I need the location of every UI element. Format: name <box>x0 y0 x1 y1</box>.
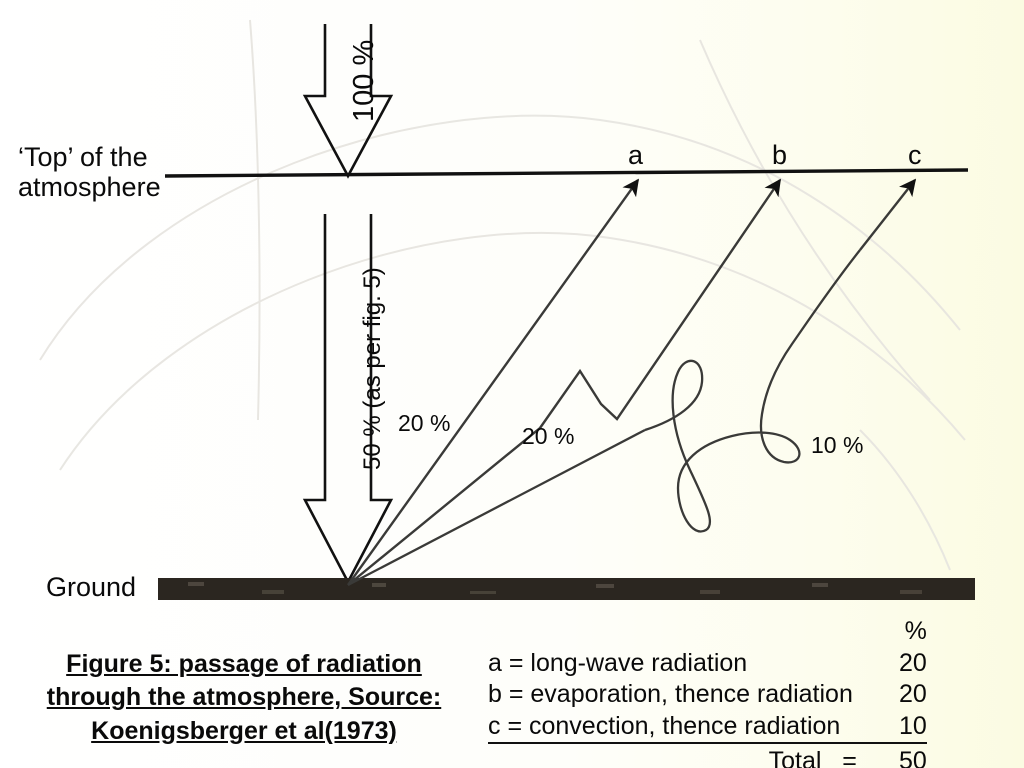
legend-total-row: Total = 50 <box>488 742 927 768</box>
ray-c-convection-radiation <box>859 178 917 251</box>
ray-c-base-segment <box>347 428 646 587</box>
legend-value-b: 20 <box>899 680 927 708</box>
flux-label-c: 10 % <box>811 432 864 458</box>
caption-line-1: Figure 5: passage of radiation <box>66 650 422 678</box>
legend-table: % a = long-wave radiation 20 b = evapora… <box>488 616 927 768</box>
ground-label: Ground <box>46 572 137 602</box>
legend-row-b: b = evaporation, thence radiation 20 <box>488 679 927 711</box>
ground-texture <box>188 582 922 594</box>
ray-b-evaporation-radiation <box>347 178 781 586</box>
caption-line-3: Koenigsberger et al(1973) <box>91 716 397 745</box>
legend-value-a: 20 <box>899 648 927 677</box>
legend-header-row: % <box>488 616 927 648</box>
legend-desc-a: a = long-wave radiation <box>488 648 748 677</box>
tick-label-b: b <box>772 140 788 170</box>
figure-caption: Figure 5: passage of radiation through t… <box>24 648 464 748</box>
legend-header-spacer <box>488 616 867 648</box>
legend-value-c: 10 <box>899 711 927 740</box>
incoming-radiation-arrow <box>302 24 394 179</box>
legend-total-value: 50 <box>866 742 927 768</box>
legend-percent-header: % <box>904 617 927 645</box>
legend-desc-c: c = convection, thence radiation <box>488 711 841 740</box>
ray-a-long-wave-radiation <box>347 178 639 586</box>
legend-desc-b: b = evaporation, thence radiation <box>488 680 853 708</box>
ground-bar <box>158 578 975 600</box>
top-of-atmosphere-label: ‘Top’ of the atmosphere <box>18 142 161 203</box>
tick-label-a: a <box>628 140 644 170</box>
legend-total-label: Total = <box>488 742 867 768</box>
scan-bleedthrough <box>39 19 966 571</box>
caption-line-2: through the atmosphere, Source: <box>46 683 442 712</box>
legend-key: % a = long-wave radiation 20 b = evapora… <box>488 616 927 768</box>
legend-row-c: c = convection, thence radiation 10 <box>488 711 927 744</box>
incoming-radiation-label: 100 % <box>348 39 380 122</box>
tick-label-c: c <box>908 140 922 170</box>
transmitted-radiation-label: 50 % (as per fig. 5) <box>359 267 386 470</box>
flux-label-b: 20 % <box>522 423 575 449</box>
ray-c-convection-loops <box>644 249 861 533</box>
legend-row-a: a = long-wave radiation 20 <box>488 648 927 680</box>
atmosphere-boundary-line <box>164 168 969 178</box>
flux-label-a: 20 % <box>398 410 451 436</box>
